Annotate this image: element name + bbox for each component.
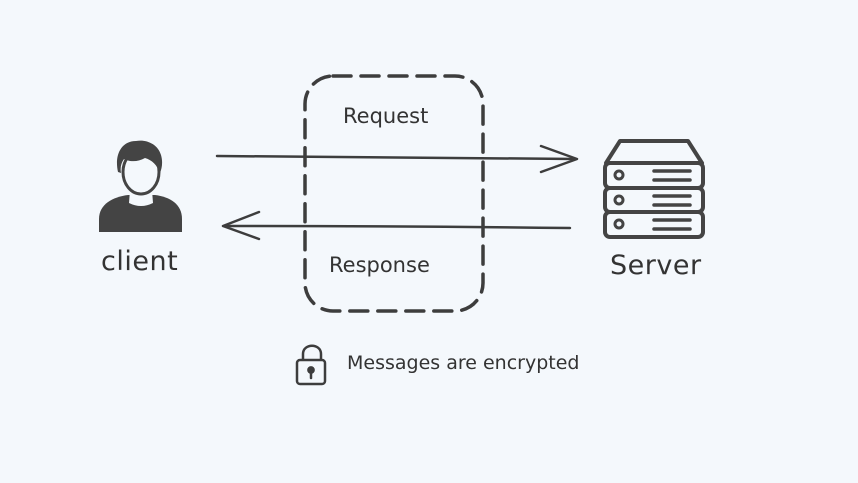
response-label: Response	[329, 253, 430, 277]
encryption-boundary	[303, 74, 485, 313]
server-label: Server	[610, 250, 702, 281]
request-label: Request	[343, 104, 429, 128]
user-icon	[99, 140, 182, 232]
encryption-note: Messages are encrypted	[347, 352, 580, 374]
response-arrow	[221, 210, 572, 241]
client-label: client	[101, 246, 179, 277]
lock-icon	[295, 344, 327, 386]
request-arrow	[215, 144, 579, 174]
server-icon	[603, 139, 705, 239]
